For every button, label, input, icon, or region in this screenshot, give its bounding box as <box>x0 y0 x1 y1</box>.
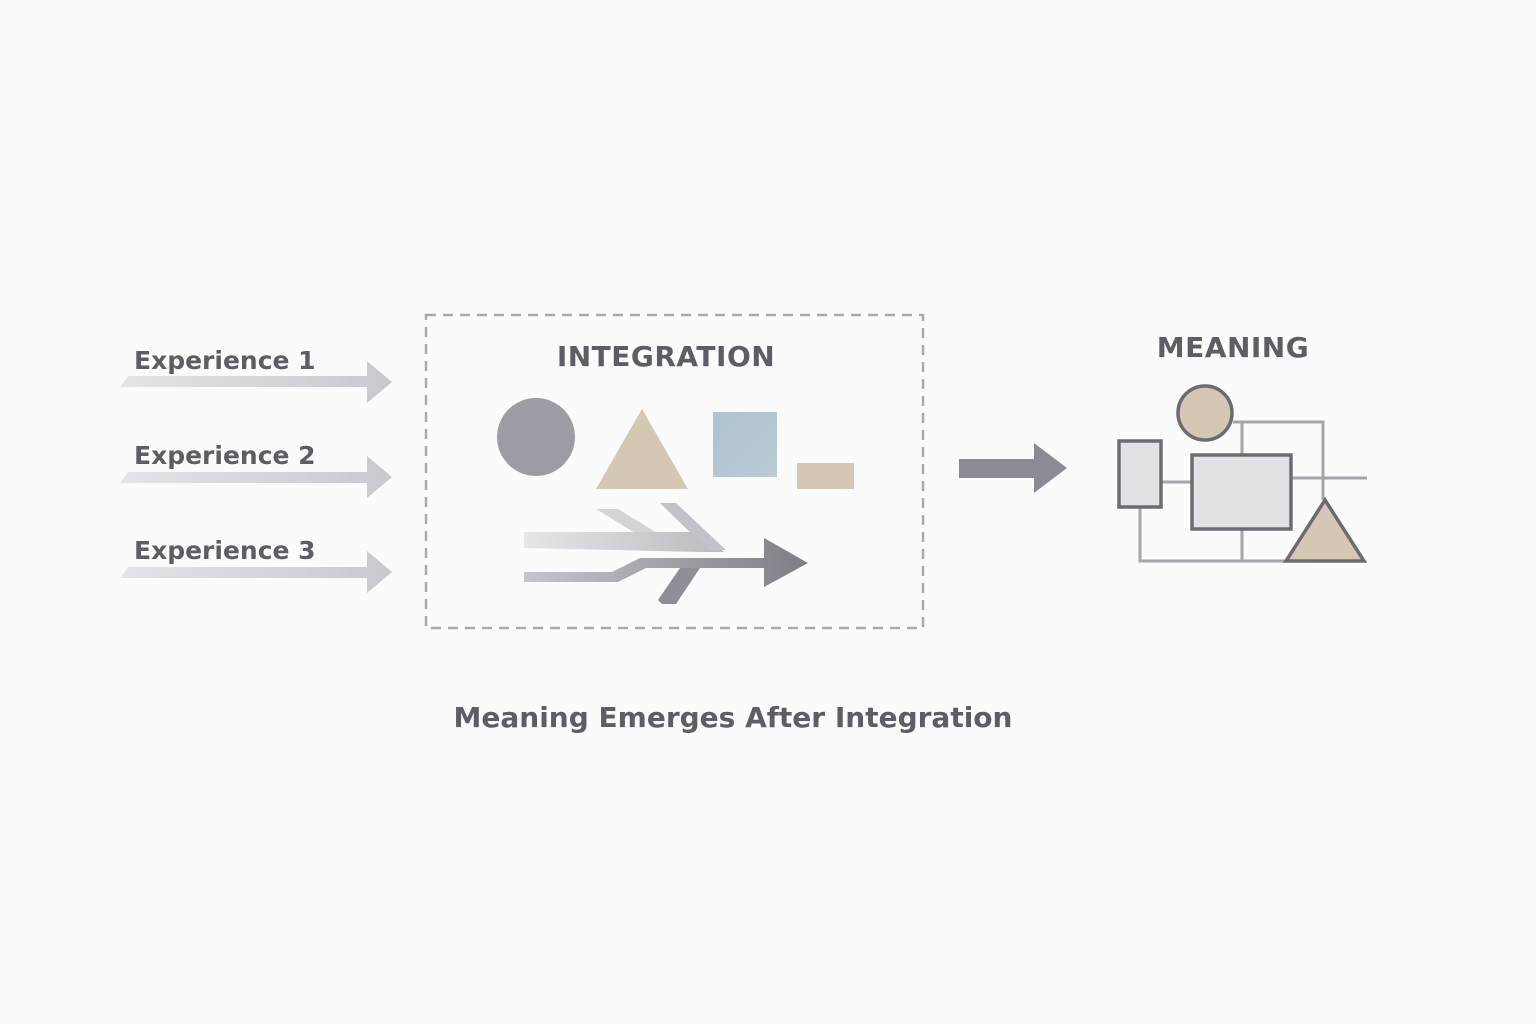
integration-dashed-border <box>424 313 925 630</box>
connector-lines <box>1138 420 1367 563</box>
experience-1-label: Experience 1 <box>134 346 316 375</box>
meaning-triangle <box>1282 496 1368 563</box>
meaning-tall-rectangle <box>1117 439 1163 509</box>
experience-3: Experience 3 <box>120 536 392 593</box>
meaning-large-rectangle <box>1190 453 1293 531</box>
diagram-caption: Meaning Emerges After Integration <box>454 701 1013 734</box>
experience-2-label: Experience 2 <box>134 441 316 470</box>
experience-3-arrow <box>120 551 392 593</box>
connector-bottom <box>1138 507 1300 563</box>
output-arrow <box>959 443 1067 493</box>
integration-small-rectangle <box>797 463 854 489</box>
integration-square <box>713 412 777 477</box>
meaning-structure: MEANING <box>1117 331 1368 563</box>
experience-1: Experience 1 <box>120 346 392 403</box>
integration-title: INTEGRATION <box>557 340 775 373</box>
integration-box: INTEGRATION <box>424 313 925 630</box>
stream-upper <box>524 532 724 552</box>
stream-upper-top-fork <box>660 503 726 550</box>
experience-1-arrow <box>120 361 392 403</box>
experience-2: Experience 2 <box>120 441 392 498</box>
integration-triangle <box>596 409 688 489</box>
meaning-title: MEANING <box>1157 331 1309 364</box>
experience-2-arrow <box>120 456 392 498</box>
integration-circle <box>497 398 575 476</box>
stream-upper-branch <box>596 509 662 536</box>
experience-3-label: Experience 3 <box>134 536 316 565</box>
stream-lower <box>524 538 808 587</box>
stream-lower-branch <box>658 568 700 604</box>
meaning-circle <box>1176 384 1234 442</box>
merging-streams <box>524 503 808 604</box>
connector-top <box>1233 420 1325 500</box>
